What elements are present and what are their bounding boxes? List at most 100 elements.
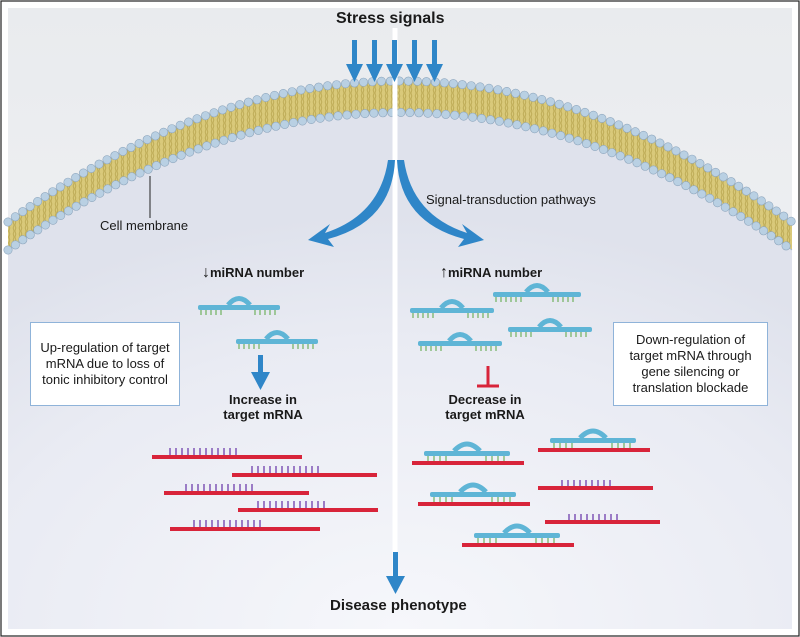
lipid-head bbox=[751, 221, 761, 231]
lipid-head bbox=[219, 135, 229, 145]
lipid-head bbox=[176, 150, 186, 160]
disease-arrow bbox=[386, 552, 405, 594]
lipid-head bbox=[18, 235, 28, 245]
lipid-head bbox=[494, 116, 504, 126]
lipid-head bbox=[405, 108, 415, 118]
right-free-mrnas bbox=[538, 480, 660, 524]
lipid-head bbox=[332, 80, 342, 90]
lipid-head bbox=[580, 107, 590, 117]
lipid-head bbox=[351, 109, 361, 119]
lipid-head bbox=[657, 169, 667, 179]
inhibition-symbol bbox=[477, 366, 499, 388]
lipid-head bbox=[624, 154, 634, 164]
lipid-head bbox=[126, 142, 136, 152]
lipid-head bbox=[175, 120, 185, 130]
mrna bbox=[238, 501, 378, 512]
up-arrow-icon: ↑ bbox=[440, 264, 448, 281]
lipid-head bbox=[315, 113, 325, 123]
lipid-head bbox=[720, 202, 730, 212]
lipid-head bbox=[119, 176, 129, 186]
lipid-head bbox=[202, 141, 212, 151]
stress-arrow bbox=[346, 40, 363, 82]
lipid-head bbox=[333, 111, 343, 121]
lipid-head bbox=[493, 85, 503, 95]
lipid-head bbox=[40, 192, 50, 202]
lipid-head bbox=[324, 112, 334, 122]
right-pathway-arrow bbox=[397, 160, 484, 247]
lipid-head bbox=[756, 196, 766, 206]
lipid-head bbox=[40, 220, 50, 230]
lipid-head bbox=[3, 217, 13, 227]
lipid-head bbox=[485, 115, 495, 125]
lipid-head bbox=[280, 119, 290, 129]
mrna bbox=[164, 484, 309, 495]
lipid-head bbox=[3, 245, 13, 255]
lipid-head bbox=[271, 121, 281, 131]
lipid-head bbox=[87, 193, 97, 203]
lipid-head bbox=[127, 172, 137, 182]
lipid-head bbox=[718, 172, 728, 182]
lipid-head bbox=[503, 118, 513, 128]
lipid-head bbox=[547, 128, 557, 138]
lipid-head bbox=[545, 97, 555, 107]
mirna bbox=[508, 318, 592, 337]
lipid-head bbox=[63, 177, 73, 187]
mrna bbox=[545, 514, 660, 524]
lipid-head bbox=[598, 145, 608, 155]
lipid-head bbox=[466, 81, 476, 91]
lipid-head bbox=[134, 139, 144, 149]
lipid-head bbox=[734, 181, 744, 191]
lipid-head bbox=[448, 79, 458, 89]
silenced-mrna bbox=[538, 428, 650, 452]
lipid-head bbox=[86, 164, 96, 174]
lipid-head bbox=[423, 108, 433, 118]
lipid-head bbox=[102, 155, 112, 165]
lipid-head bbox=[774, 236, 784, 246]
stress-arrow bbox=[426, 40, 443, 82]
lipid-head bbox=[396, 108, 406, 118]
lipid-head bbox=[414, 108, 424, 118]
lipid-head bbox=[63, 206, 73, 216]
lipid-head bbox=[779, 211, 789, 221]
lipid-head bbox=[432, 109, 442, 119]
mirna bbox=[410, 299, 494, 318]
lipid-head bbox=[530, 124, 540, 134]
lipid-head bbox=[695, 159, 705, 169]
mirna bbox=[198, 296, 280, 315]
lipid-head bbox=[687, 154, 697, 164]
lipid-head bbox=[168, 154, 178, 164]
lipid-head bbox=[118, 146, 128, 156]
lipid-head bbox=[297, 116, 307, 126]
lipid-head bbox=[342, 110, 352, 120]
lipid-head bbox=[10, 212, 20, 222]
lipid-head bbox=[711, 167, 721, 177]
lipid-head bbox=[160, 157, 170, 167]
lipid-head bbox=[759, 226, 769, 236]
lipid-head bbox=[605, 117, 615, 127]
lipid-head bbox=[296, 85, 306, 95]
lipid-head bbox=[648, 165, 658, 175]
lipid-head bbox=[597, 113, 607, 123]
lipid-head bbox=[741, 186, 751, 196]
lipid-head bbox=[236, 130, 246, 140]
lipid-head bbox=[48, 215, 58, 225]
lipid-head bbox=[679, 150, 689, 160]
left-explanation-box: Up-regulation of target mRNA due to loss… bbox=[30, 322, 180, 406]
lipid-head bbox=[655, 138, 665, 148]
increase-arrow bbox=[251, 355, 270, 390]
lipid-head bbox=[253, 125, 263, 135]
lipid-head bbox=[439, 78, 449, 88]
lipid-head bbox=[33, 197, 43, 207]
decrease-label: Decrease in target mRNA bbox=[445, 392, 525, 422]
lipid-head bbox=[459, 111, 469, 121]
membrane-lipid-heads bbox=[3, 76, 796, 255]
lipid-head bbox=[278, 89, 288, 99]
mrna bbox=[152, 448, 302, 459]
lipid-head bbox=[622, 123, 632, 133]
lipid-head bbox=[78, 168, 88, 178]
lipid-head bbox=[55, 182, 65, 192]
lipid-head bbox=[135, 168, 145, 178]
lipid-head bbox=[786, 216, 796, 226]
